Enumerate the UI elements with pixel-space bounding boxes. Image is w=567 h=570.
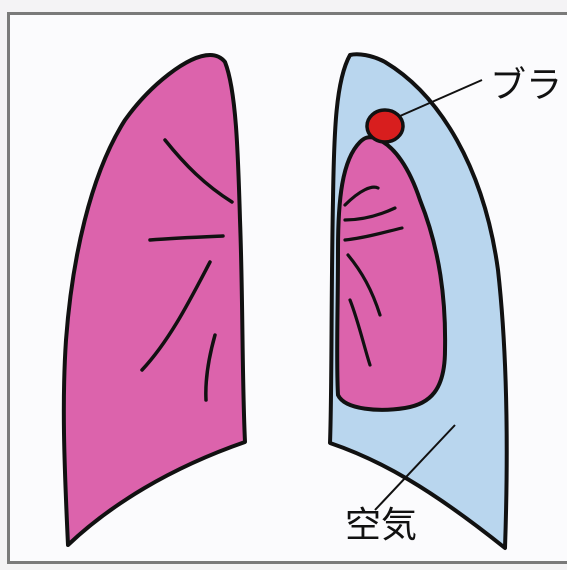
bulla-blob [367, 110, 403, 142]
bulla-label: ブラ [490, 68, 562, 104]
air-label: 空気 [345, 508, 417, 544]
left-lung [64, 55, 245, 545]
